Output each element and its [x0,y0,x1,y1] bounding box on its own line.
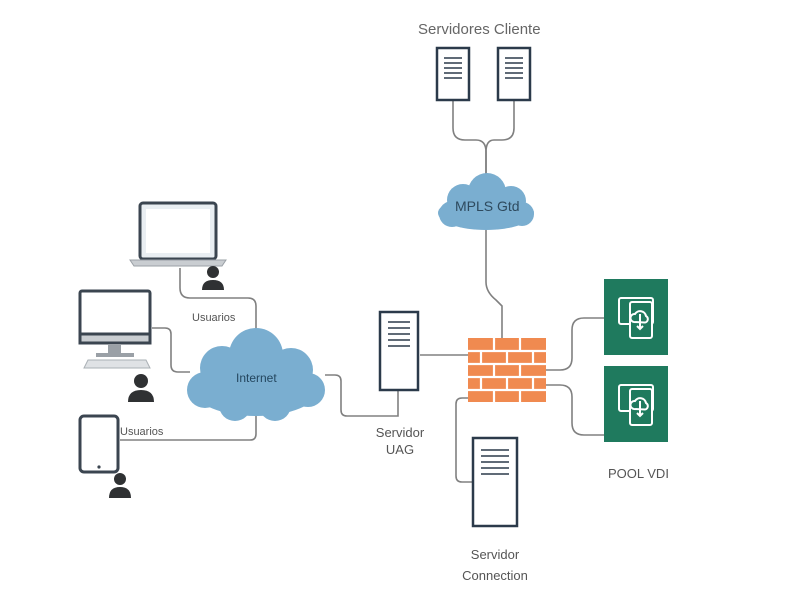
vdi-box-2 [604,366,668,442]
link-desktop-internet [152,327,190,373]
connection-label-line2: Connection [462,568,528,583]
internet-label: Internet [236,371,277,385]
users-label-top: Usuarios [192,312,236,324]
vdi-box-1 [604,279,668,355]
link-tablet-internet [120,412,257,441]
connection-server-label: Servidor Connection [450,544,540,586]
link-mpls-firewall [485,230,503,340]
link-firewall-connection [455,397,473,483]
connection-server [471,436,519,528]
uag-label-line2: UAG [385,442,415,457]
server-icon [435,46,471,102]
pool-vdi-label: POOL VDI [608,466,669,481]
link-firewall-vdi2 [545,384,604,436]
link-internet-uag [325,374,399,417]
uag-server [378,310,420,392]
user-icon-3 [109,473,131,498]
desktop-device [78,289,152,369]
server-icon [496,46,532,102]
client-servers-label: Servidores Cliente [418,21,541,38]
firewall-icon [468,338,546,402]
internet-cloud [187,328,325,421]
server-icon [471,436,519,528]
client-server-right [496,46,532,102]
link-server2-mpls [485,100,515,178]
mpls-label: MPLS Gtd [455,198,520,214]
user-icon-2 [128,374,154,402]
tablet-device [78,414,120,474]
connector-lines [120,100,604,483]
tablet-icon [78,414,120,474]
uag-label-line1: Servidor [375,425,425,440]
client-server-left [435,46,471,102]
laptop-device [129,201,227,267]
users-label-bottom: Usuarios [120,426,164,438]
server-icon [378,310,420,392]
user-icon-1 [202,266,224,290]
connection-label-line1: Servidor [470,547,520,562]
link-server1-mpls [452,100,487,178]
uag-server-label: Servidor UAG [364,424,436,458]
link-laptop-internet [179,268,257,335]
link-firewall-vdi1 [545,317,604,371]
mpls-cloud [438,173,534,230]
